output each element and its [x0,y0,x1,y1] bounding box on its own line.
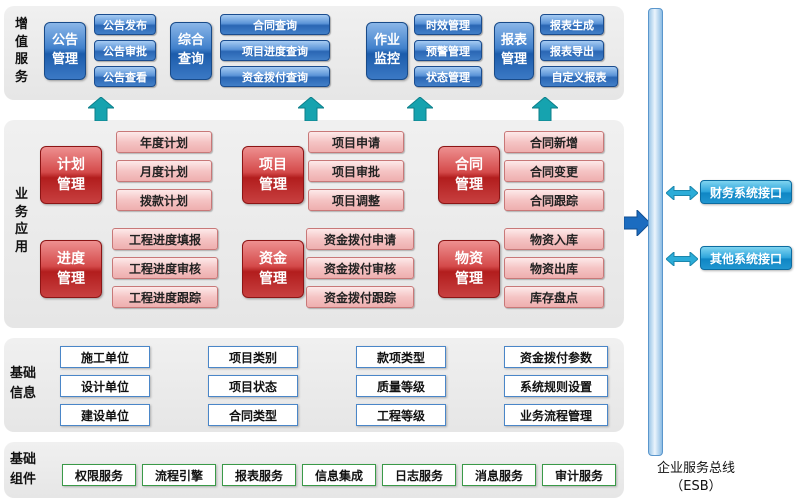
base-info-item: 资金拨付参数 [504,346,608,368]
group-contract-mgmt: 合同管理 [438,146,500,204]
value-added-item: 合同查询 [220,14,330,35]
value-added-item: 报表生成 [540,14,604,35]
business-item: 合同跟踪 [504,189,604,211]
business-item: 资金拨付审核 [306,257,414,279]
value-added-item: 自定义报表 [540,66,618,87]
business-item: 物资入库 [504,228,604,250]
base-components-layer-label: 基础组件 [9,452,36,487]
value-added-item: 预警管理 [414,40,482,61]
esb-bus-bar [648,8,663,456]
business-layer-label: 业务应用 [14,187,28,255]
value-added-item: 公告发布 [94,14,156,35]
value-added-item: 状态管理 [414,66,482,87]
base-component-item: 报表服务 [222,464,296,486]
group-comprehensive-query: 综合查询 [170,22,212,80]
business-item: 月度计划 [116,160,212,182]
group-progress-mgmt: 进度管理 [40,240,102,298]
value-added-item: 公告审批 [94,40,156,61]
base-info-item: 质量等级 [356,375,446,397]
business-item: 项目申请 [308,131,404,153]
base-info-item: 系统规则设置 [504,375,608,397]
group-report-mgmt: 报表管理 [494,22,534,80]
value-added-item: 时效管理 [414,14,482,35]
business-item: 工程进度审核 [112,257,218,279]
business-item: 合同新增 [504,131,604,153]
business-item: 资金拨付申请 [306,228,414,250]
business-item: 拨款计划 [116,189,212,211]
group-fund-mgmt: 资金管理 [242,240,304,298]
business-item: 工程进度填报 [112,228,218,250]
base-info-item: 合同类型 [208,404,298,426]
base-component-item: 消息服务 [462,464,536,486]
value-added-item: 项目进度查询 [220,40,330,61]
group-announcement-mgmt: 公告管理 [44,22,86,80]
business-item: 库存盘点 [504,286,604,308]
esb-title-line1: 企业服务总线 [656,461,735,476]
finance-system-interface: 财务系统接口 [700,180,792,204]
group-plan-mgmt: 计划管理 [40,146,102,204]
base-info-item: 建设单位 [60,404,150,426]
business-item: 年度计划 [116,131,212,153]
up-arrow-icon [405,96,435,122]
business-item: 项目审批 [308,160,404,182]
other-system-interface: 其他系统接口 [700,246,792,270]
base-component-item: 日志服务 [382,464,456,486]
base-info-item: 项目类别 [208,346,298,368]
business-item: 项目调整 [308,189,404,211]
base-info-item: 工程等级 [356,404,446,426]
base-info-item: 业务流程管理 [504,404,608,426]
base-info-item: 施工单位 [60,346,150,368]
business-item: 物资出库 [504,257,604,279]
group-job-monitoring: 作业监控 [366,22,408,80]
value-added-layer-label: 增值服务 [14,17,28,85]
base-component-item: 信息集成 [302,464,376,486]
base-info-layer-label: 基础信息 [9,366,36,401]
right-arrow-icon [623,208,651,238]
base-component-item: 审计服务 [542,464,616,486]
base-component-item: 权限服务 [62,464,136,486]
double-arrow-icon [665,250,699,268]
base-info-item: 款项类型 [356,346,446,368]
up-arrow-icon [530,96,560,122]
double-arrow-icon [665,184,699,202]
esb-title-line2: （ESB） [670,479,722,495]
up-arrow-icon [296,96,326,122]
base-info-item: 项目状态 [208,375,298,397]
value-added-item: 公告查看 [94,66,156,87]
business-item: 合同变更 [504,160,604,182]
value-added-item: 资金拨付查询 [220,66,330,87]
value-added-item: 报表导出 [540,40,604,61]
business-item: 工程进度跟踪 [112,286,218,308]
base-info-item: 设计单位 [60,375,150,397]
group-project-mgmt: 项目管理 [242,146,304,204]
group-material-mgmt: 物资管理 [438,240,500,298]
up-arrow-icon [86,96,116,122]
business-item: 资金拨付跟踪 [306,286,414,308]
base-component-item: 流程引擎 [142,464,216,486]
